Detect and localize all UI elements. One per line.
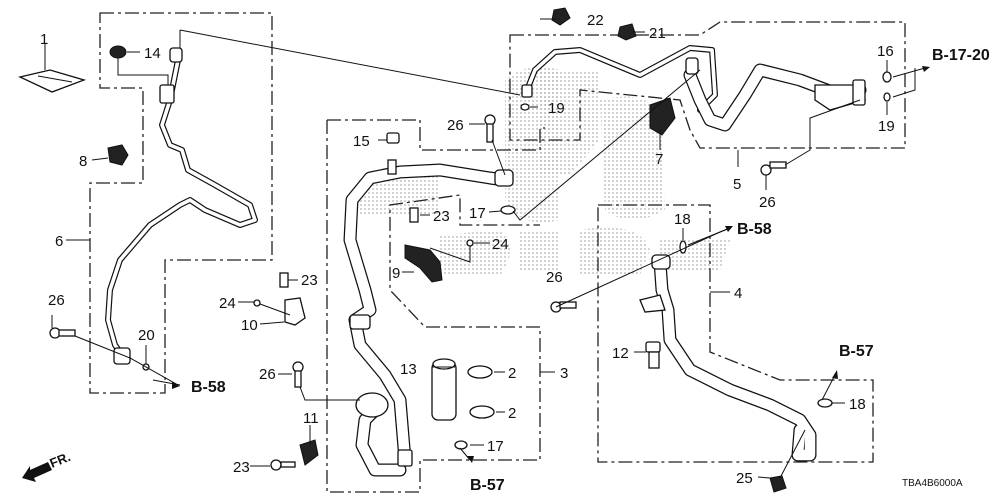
part-25-nut [769, 475, 787, 493]
front-direction-label: FR. [48, 449, 73, 471]
callout-labels: 1 2 2 3 4 5 6 7 8 9 10 11 12 13 14 15 16… [40, 12, 895, 487]
callout-20[interactable]: 20 [138, 327, 155, 344]
pipe-6 [105, 47, 258, 365]
washer-17-b [454, 440, 468, 450]
callout-6[interactable]: 6 [55, 233, 63, 250]
bolt-24-a [253, 299, 261, 307]
ref-b-57-right[interactable]: B-57 [839, 343, 874, 360]
callout-19b[interactable]: 19 [878, 118, 895, 135]
callout-4[interactable]: 4 [734, 285, 742, 302]
reference-labels: B-17-20 B-58 B-58 B-57 B-57 [191, 47, 990, 494]
callout-8[interactable]: 8 [79, 153, 87, 170]
bolt-26-center-top [484, 114, 496, 143]
callout-14[interactable]: 14 [144, 45, 161, 62]
part-21-clip [617, 23, 637, 41]
group-box-6 [89, 12, 273, 394]
callout-24b[interactable]: 24 [492, 236, 509, 253]
callout-17a[interactable]: 17 [469, 205, 486, 222]
part-13-receiver [431, 358, 457, 421]
callout-12[interactable]: 12 [612, 345, 629, 362]
part-2b-oring [469, 405, 495, 419]
callout-25[interactable]: 25 [736, 470, 753, 487]
leader-lines [44, 18, 926, 479]
group-box-4 [597, 204, 874, 463]
callout-26e[interactable]: 26 [759, 194, 776, 211]
part-1-label-sheet [18, 69, 87, 93]
part-14-cap [109, 45, 127, 59]
bolt-23-a [279, 272, 289, 288]
callout-26a[interactable]: 26 [48, 292, 65, 309]
callout-11[interactable]: 11 [303, 410, 319, 427]
callout-19a[interactable]: 19 [548, 100, 565, 117]
part-8-clamp [107, 144, 129, 166]
callout-3[interactable]: 3 [560, 365, 568, 382]
ref-b-58-left[interactable]: B-58 [191, 379, 226, 396]
washer-18-a [679, 240, 687, 254]
bolt-26-center [292, 361, 304, 388]
hose-4 [639, 254, 817, 462]
callout-2a[interactable]: 2 [508, 365, 516, 382]
part-7-sensor [649, 97, 676, 136]
part-10-clamp [284, 297, 306, 326]
callout-18b[interactable]: 18 [849, 396, 866, 413]
part-12-switch [645, 341, 661, 369]
callout-26b[interactable]: 26 [447, 117, 464, 134]
callout-2b[interactable]: 2 [508, 405, 516, 422]
bolt-26-left [49, 327, 76, 339]
washer-18-b [817, 398, 833, 408]
callout-10[interactable]: 10 [241, 317, 258, 334]
reference-arrows [172, 66, 930, 463]
front-direction-arrow: FR. [22, 449, 73, 482]
bolt-23-b [409, 207, 419, 223]
callout-7[interactable]: 7 [655, 151, 663, 168]
part-9-clamp [404, 244, 443, 283]
group-box-3 [326, 119, 545, 493]
callout-23b[interactable]: 23 [433, 208, 450, 225]
callout-26c[interactable]: 26 [259, 366, 276, 383]
bolt-26-upper-right [760, 161, 787, 176]
callout-26d[interactable]: 26 [546, 269, 563, 286]
bolt-23-c [270, 459, 296, 471]
pipe-5 [521, 45, 867, 132]
callout-21[interactable]: 21 [649, 25, 666, 42]
washer-19-a [520, 103, 530, 111]
hose-3 [343, 159, 514, 477]
callout-5[interactable]: 5 [733, 176, 741, 193]
ref-b-17-20[interactable]: B-17-20 [932, 47, 990, 64]
callout-18a[interactable]: 18 [674, 211, 691, 228]
part-11-clamp [299, 439, 319, 466]
group-box-5 [509, 21, 906, 149]
diagram-code: TBA4B6000A [902, 478, 963, 489]
bolt-24-b [466, 239, 474, 247]
callout-23c[interactable]: 23 [233, 459, 250, 476]
callout-16[interactable]: 16 [877, 43, 894, 60]
part-2a-oring [467, 365, 493, 379]
callout-22[interactable]: 22 [587, 12, 604, 29]
part-15-cap [386, 132, 400, 144]
callout-23a[interactable]: 23 [301, 272, 318, 289]
washer-19-b [883, 92, 891, 102]
ref-b-58-right[interactable]: B-58 [737, 221, 772, 238]
callout-15[interactable]: 15 [353, 133, 370, 150]
part-22-clip [551, 7, 571, 26]
ref-b-57-center[interactable]: B-57 [470, 477, 505, 494]
callout-9[interactable]: 9 [392, 265, 400, 282]
callout-17b[interactable]: 17 [487, 438, 504, 455]
callout-13[interactable]: 13 [400, 361, 417, 378]
washer-17-a [500, 205, 516, 215]
callout-24a[interactable]: 24 [219, 295, 236, 312]
washer-16 [882, 71, 892, 83]
callout-1[interactable]: 1 [40, 31, 48, 48]
